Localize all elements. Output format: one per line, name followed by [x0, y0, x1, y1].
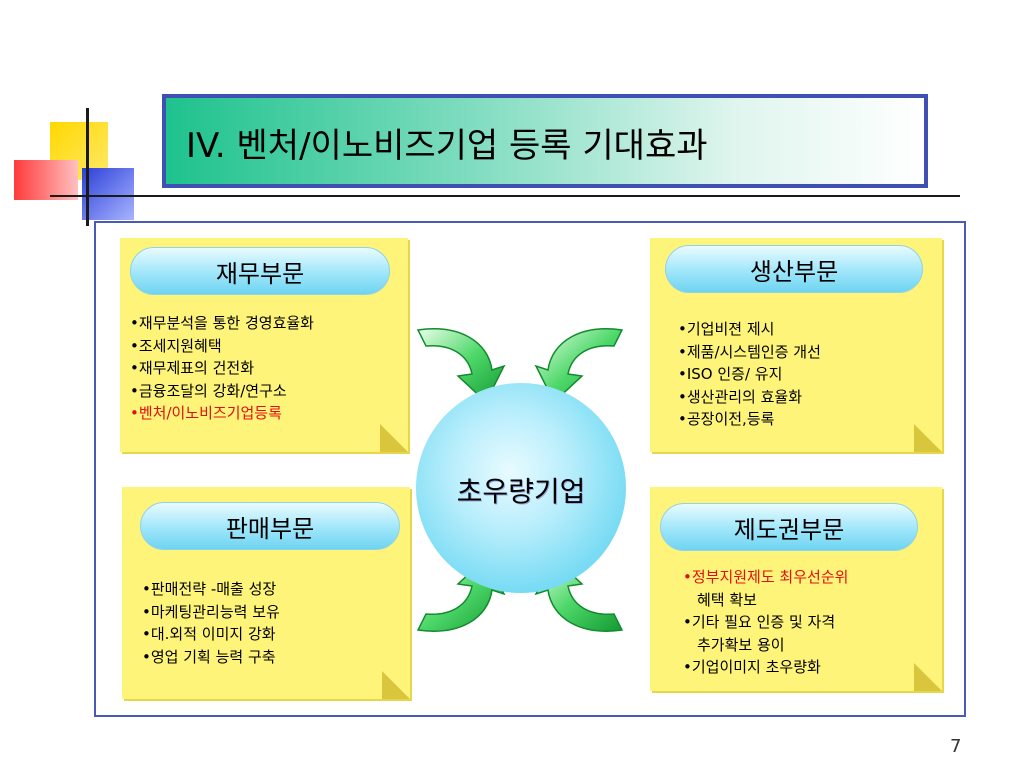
production-list: •기업비젼 제시 •제품/시스템인증 개선 •ISO 인증/ 유지 •생산관리의… — [678, 318, 821, 431]
page-title: IV. 벤처/이노비즈기업 등록 기대효과 — [186, 126, 708, 166]
arrow-top-right-icon — [534, 328, 624, 404]
finance-item-highlight: •벤처/이노비즈기업등록 — [130, 404, 282, 422]
institution-list: •정부지원제도 최우선순위 혜택 확보 •기타 필요 인증 및 자격 추가확보 … — [683, 566, 848, 679]
production-item: •제품/시스템인증 개선 — [678, 342, 821, 361]
sales-item: •판매전략 -매출 성장 — [142, 580, 277, 598]
sales-header: 판매부문 — [140, 502, 400, 550]
institution-item: •기업이미지 초우량화 — [683, 658, 821, 676]
center-label: 초우량기업 — [456, 475, 586, 508]
institution-header: 제도권부문 — [660, 503, 918, 551]
arrow-top-left-icon — [416, 328, 506, 404]
finance-item: •조세지원혜택 — [130, 336, 222, 355]
institution-item: •기타 필요 인증 및 자격 — [683, 613, 836, 631]
center-circle — [416, 383, 626, 593]
sales-item: •영업 기획 능력 구축 — [142, 647, 276, 666]
title-box — [162, 94, 928, 188]
finance-item: •금융조달의 강화/연구소 — [130, 381, 287, 400]
decor-vertical-line — [86, 108, 89, 226]
production-item: •기업비젼 제시 — [678, 320, 775, 338]
finance-item: •재무제표의 건전화 — [130, 359, 255, 377]
decor-horizontal-line — [50, 195, 960, 197]
production-item: •생산관리의 효율화 — [678, 387, 803, 406]
sales-list: •판매전략 -매출 성장 •마케팅관리능력 보유 •대.외적 이미지 강화 •영… — [142, 578, 280, 668]
production-header: 생산부문 — [665, 245, 923, 293]
production-item: •ISO 인증/ 유지 — [678, 365, 783, 383]
sales-item: •대.외적 이미지 강화 — [142, 625, 276, 643]
finance-list: •재무분석을 통한 경영효율화 •조세지원혜택 •재무제표의 건전화 •금융조달… — [130, 312, 314, 425]
decor-blue-square — [82, 168, 134, 220]
finance-item: •재무분석을 통한 경영효율화 — [130, 314, 314, 332]
institution-item-highlight-cont: 혜택 확보 — [697, 590, 757, 609]
finance-header: 재무부문 — [130, 247, 390, 295]
sales-item: •마케팅관리능력 보유 — [142, 602, 280, 621]
decor-red-square — [14, 160, 78, 200]
institution-item-highlight: •정부지원제도 최우선순위 — [683, 568, 849, 586]
production-item: •공장이전,등록 — [678, 410, 775, 428]
institution-item-cont: 추가확보 용이 — [697, 635, 785, 654]
page-number: 7 — [950, 736, 962, 757]
